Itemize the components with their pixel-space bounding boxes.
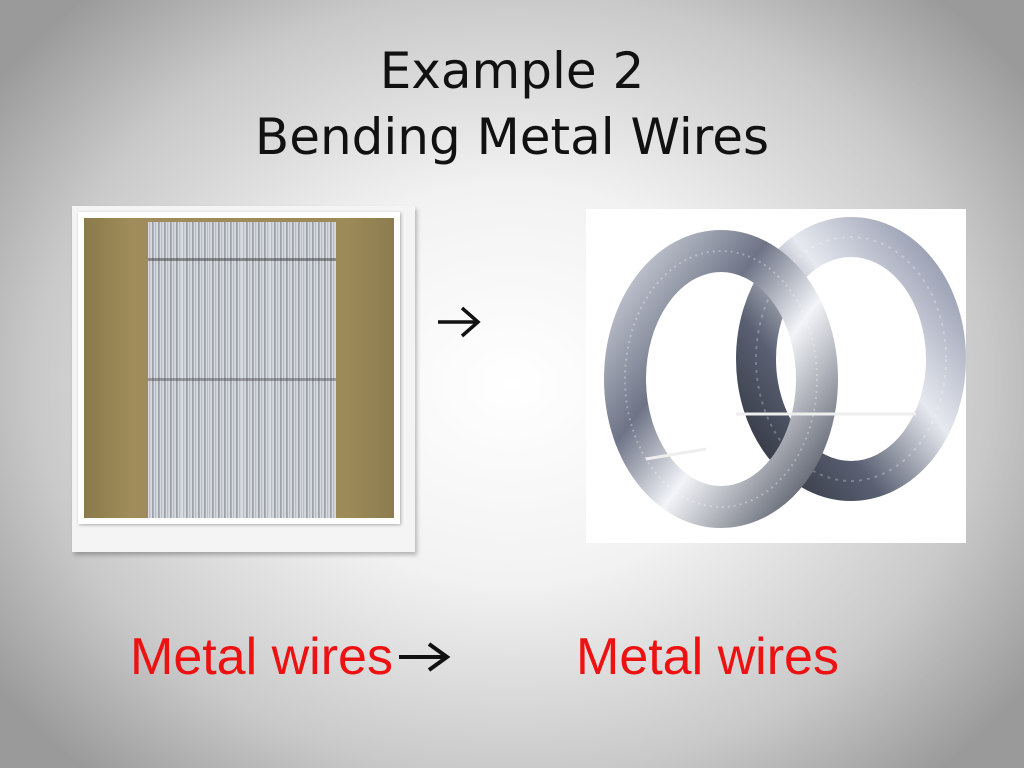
caption-left: Metal wires	[130, 622, 453, 692]
wire-bundle	[302, 222, 336, 518]
wire-coils-image	[604, 217, 966, 528]
wire-bundle-image	[84, 218, 394, 518]
wire-coils-photo	[586, 209, 966, 543]
title-line-1: Example 2	[379, 42, 645, 100]
caption-right-text: Metal wires	[576, 628, 839, 686]
right-arrow-icon	[398, 642, 451, 672]
slide-title: Example 2 Bending Metal Wires	[0, 38, 1024, 170]
wire-bundle	[148, 222, 182, 518]
photo-frame	[78, 212, 400, 524]
wire-bundle	[208, 222, 242, 518]
right-arrow-icon	[438, 306, 481, 338]
straight-wires-photo	[72, 206, 415, 552]
title-line-2: Bending Metal Wires	[254, 108, 770, 166]
wire-bundle	[270, 222, 304, 518]
caption-right: Metal wires	[576, 622, 839, 692]
caption-left-text: Metal wires	[130, 628, 393, 686]
